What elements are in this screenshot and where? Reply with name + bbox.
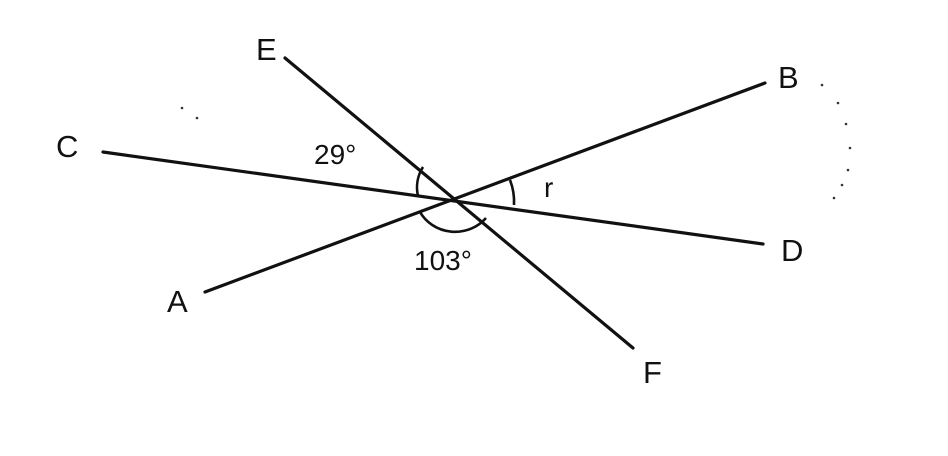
line-ef: [283, 56, 635, 350]
point-label-e: E: [256, 32, 277, 67]
point-label-f: F: [643, 355, 662, 390]
angle-label-103: 103°: [414, 245, 472, 276]
angle-label-r: r: [544, 172, 553, 203]
point-label-d: D: [781, 233, 803, 268]
point-label-a: A: [167, 284, 188, 319]
line-cd: [101, 150, 765, 246]
line-ab: [203, 81, 767, 294]
point-label-c: C: [56, 129, 78, 164]
arc-r: [508, 179, 516, 206]
arc-103-degrees: [418, 211, 487, 234]
faint-dots-right: [820, 83, 852, 200]
angle-label-29: 29°: [314, 139, 356, 170]
faint-dots-left: [180, 106, 199, 120]
point-label-b: B: [778, 60, 799, 95]
arc-29-degrees: [415, 166, 425, 197]
